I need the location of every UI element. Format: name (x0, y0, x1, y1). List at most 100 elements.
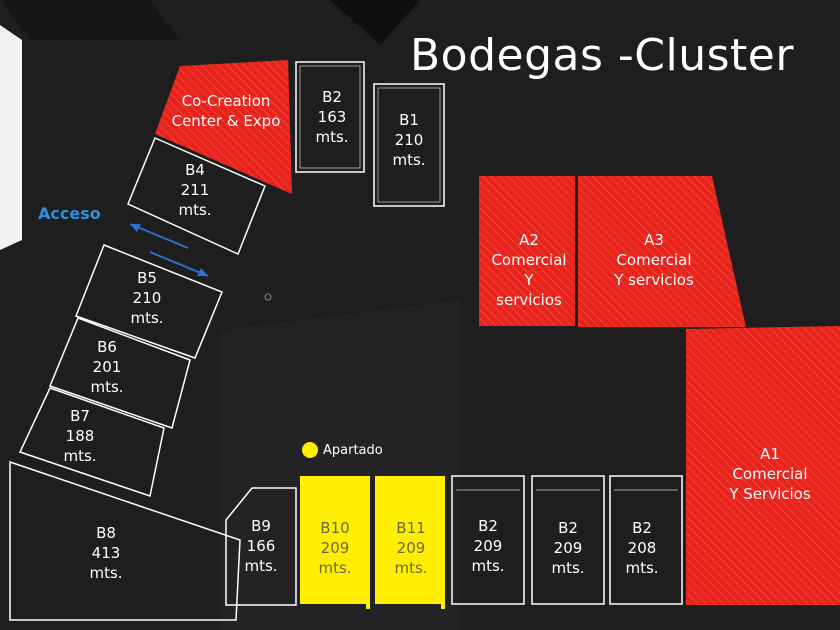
b7-outline (18, 387, 165, 497)
unit-name: B7 (70, 407, 90, 425)
unit-label-b5: B5 210 mts. (130, 268, 163, 328)
a3-area (578, 176, 746, 327)
legend-reserved-label: Apartado (323, 442, 383, 458)
access-arrow-out (149, 251, 209, 277)
page-title: Bodegas -Cluster (410, 30, 794, 81)
unit-label-b2-a: B2 209 mts. (471, 516, 504, 576)
unit-area: 201 (92, 358, 122, 376)
unit-name: B2 (632, 519, 652, 537)
unit-measure: mts. (315, 128, 349, 146)
a3-line1: Comercial (616, 251, 692, 269)
b11-block (375, 476, 445, 604)
unit-measure: mts. (63, 447, 97, 465)
unit-name: B11 (396, 519, 426, 537)
legend: Apartado (302, 442, 383, 458)
b2-top-inner (299, 65, 361, 169)
unit-measure: mts. (471, 557, 505, 575)
unit-name: B1 (399, 111, 419, 129)
b5-outline (75, 244, 223, 359)
unit-measure: mts. (318, 559, 352, 577)
compass-mark (264, 293, 272, 301)
unit-measure: mts. (178, 201, 212, 219)
unit-label-b8: B8 413 mts. (89, 523, 122, 583)
unit-label-b2-top: B2 163 mts. (315, 87, 348, 147)
b9-outline (225, 487, 297, 606)
cocreation-area (155, 60, 292, 194)
unit-measure: mts. (394, 559, 428, 577)
b2-b-outline (531, 475, 605, 605)
unit-label-b2-b: B2 209 mts. (551, 518, 584, 578)
unit-area: 210 (132, 289, 162, 307)
unit-label-b4: B4 211 mts. (178, 160, 211, 220)
legend-reserved-dot (302, 442, 318, 458)
unit-measure: mts. (392, 151, 426, 169)
shadow-top-left (0, 0, 180, 40)
unit-area: 166 (246, 537, 276, 555)
a3-line2: Y servicios (614, 271, 694, 289)
unit-area: 163 (317, 108, 347, 126)
unit-label-b9: B9 166 mts. (244, 516, 277, 576)
a3-name: A3 (644, 231, 664, 249)
unit-measure: mts. (130, 309, 164, 327)
b4-outline (127, 137, 266, 256)
unit-label-b7: B7 188 mts. (63, 406, 96, 466)
unit-area: 209 (473, 537, 503, 555)
b2-top-outline (295, 61, 365, 173)
b10-block (300, 476, 370, 604)
unit-measure: mts. (89, 564, 123, 582)
a1-label: A1 Comercial Y Servicios (729, 444, 810, 504)
cocreation-line2: Center & Expo (171, 112, 281, 130)
unit-measure: mts. (551, 559, 585, 577)
unit-name: B5 (137, 269, 157, 287)
unit-area: 208 (627, 539, 657, 557)
unit-measure: mts. (90, 378, 124, 396)
unit-area: 210 (394, 131, 424, 149)
b8-outline (9, 460, 241, 621)
a2-line3: servicios (496, 291, 562, 309)
b6-outline (49, 317, 191, 429)
b1-inner (377, 87, 441, 203)
unit-name: B2 (322, 88, 342, 106)
unit-label-b6: B6 201 mts. (90, 337, 123, 397)
shadow-top (330, 0, 420, 45)
unit-area: 211 (180, 181, 210, 199)
unit-area: 209 (553, 539, 583, 557)
unit-area: 209 (396, 539, 426, 557)
b10-marker (366, 604, 370, 609)
wall-left (0, 25, 22, 250)
unit-label-b10: B10 209 mts. (318, 518, 351, 578)
cocreation-label: Co-Creation Center & Expo (172, 91, 281, 131)
unit-name: B6 (97, 338, 117, 356)
unit-label-b11: B11 209 mts. (394, 518, 427, 578)
unit-name: B9 (251, 517, 271, 535)
access-label: Acceso (38, 204, 101, 223)
unit-name: B10 (320, 519, 350, 537)
a1-name: A1 (760, 445, 780, 463)
a1-area (686, 326, 840, 605)
a1-line1: Comercial (732, 465, 808, 483)
unit-name: B2 (558, 519, 578, 537)
a3-label: A3 Comercial Y servicios (614, 230, 694, 290)
a2-line2: Y (524, 271, 534, 289)
b2-c-outline (609, 475, 683, 605)
access-arrow-in (129, 223, 189, 249)
a2-line1: Comercial (491, 251, 567, 269)
b11-marker (441, 604, 445, 609)
a1-line2: Y Servicios (729, 485, 811, 503)
unit-measure: mts. (625, 559, 659, 577)
b2-a-outline (451, 475, 525, 605)
unit-name: B4 (185, 161, 205, 179)
cocreation-line1: Co-Creation (181, 92, 271, 110)
unit-label-b2-c: B2 208 mts. (625, 518, 658, 578)
unit-area: 209 (320, 539, 350, 557)
unit-label-b1: B1 210 mts. (392, 110, 425, 170)
unit-name: B2 (478, 517, 498, 535)
unit-area: 188 (65, 427, 95, 445)
a2-name: A2 (519, 231, 539, 249)
b1-outline (373, 83, 445, 207)
a2-area (479, 176, 575, 326)
access-arrowhead-in (130, 224, 141, 232)
unit-measure: mts. (244, 557, 278, 575)
